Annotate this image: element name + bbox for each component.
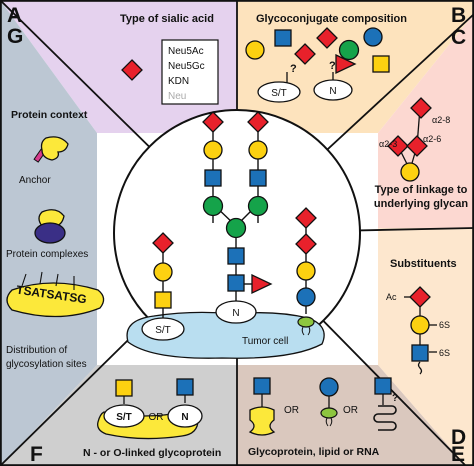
distribution-label-line1: Distribution of <box>6 345 67 356</box>
panel-e: OR OR ? Glycoprotein, lipid or RNA <box>248 377 398 458</box>
complex-partner-icon <box>34 222 66 244</box>
question-mark-1: ? <box>290 63 297 75</box>
blue-square-icon <box>227 274 245 292</box>
linkage-title-line2: underlying glycan <box>374 198 468 210</box>
letter-c: C <box>451 26 466 49</box>
sialic-type-neu5gc: Neu5Gc <box>168 61 205 72</box>
yellow-circle-icon <box>410 315 430 335</box>
glycoconjugate-title: Glycoconjugate composition <box>256 13 407 25</box>
letter-a: A <box>7 4 22 27</box>
sialic-acid-title: Type of sialic acid <box>120 13 214 25</box>
or-label-e2: OR <box>343 405 358 416</box>
n-oval-f <box>167 404 203 428</box>
blue-square-icon <box>249 169 267 187</box>
blue-circle-icon <box>296 287 316 307</box>
linkage-label-a2-6: α2-6 <box>423 134 441 144</box>
green-circle-icon <box>338 39 360 61</box>
panel-b-bg <box>237 0 474 133</box>
lipid-head-center-icon <box>297 316 315 328</box>
protein-sequence-icon <box>6 282 105 318</box>
protein-shape-icon <box>248 406 276 436</box>
yellow-circle-icon <box>153 262 173 282</box>
substituent-6s-1: 6S <box>439 320 450 330</box>
anchor-label: Anchor <box>19 175 51 186</box>
letter-f: F <box>30 443 43 466</box>
yellow-square-icon <box>154 291 172 309</box>
blue-square-icon <box>176 378 194 396</box>
or-label-f: OR <box>149 412 164 423</box>
panel-c: α2-3 α2-6 α2-8 Type of linkage to underl… <box>374 97 468 210</box>
rna-hairpin-icon <box>373 405 397 431</box>
or-label-e1: OR <box>284 405 299 416</box>
st-label-center: S/T <box>155 325 171 336</box>
substituent-ac: Ac <box>386 292 397 302</box>
yellow-circle-icon <box>245 40 265 60</box>
n-label-b: N <box>329 86 336 97</box>
center-scene: Tumor cell S/T N <box>126 111 325 359</box>
st-label-f: S/T <box>116 412 132 423</box>
question-mark-e: ? <box>392 393 398 404</box>
panel-d: Substituents Ac 6S 6S <box>386 258 457 375</box>
blue-square-icon <box>374 377 392 395</box>
linked-title: N - or O-linked glycoprotein <box>83 447 221 459</box>
n-label-center: N <box>232 308 239 319</box>
substituents-title: Substituents <box>390 258 457 270</box>
sialic-type-neu5ac: Neu5Ac <box>168 46 204 57</box>
substituent-6s-2: 6S <box>439 348 450 358</box>
panel-e-bg <box>237 365 466 466</box>
sialic-acid-type-box <box>161 39 219 105</box>
distribution-label-line2: glycosylation sites <box>6 359 87 370</box>
yellow-circle-icon <box>296 261 316 281</box>
protein-complexes-label: Protein complexes <box>6 249 88 260</box>
st-oval-b <box>257 81 301 103</box>
linkage-label-a2-8: α2-8 <box>432 115 450 125</box>
green-circle-icon <box>202 195 224 217</box>
blue-square-icon <box>411 344 429 362</box>
panel-f: S/T OR N N - or O-linked glycoprotein <box>83 378 221 459</box>
lipid-head-icon <box>320 407 338 419</box>
yellow-square-icon <box>115 379 133 397</box>
panel-a: Type of sialic acid Neu5Ac Neu5Gc KDN Ne… <box>120 13 219 105</box>
letter-b: B <box>451 4 466 27</box>
blue-square-icon <box>274 29 292 47</box>
question-mark-2: ? <box>329 60 336 72</box>
green-circle-icon <box>225 217 247 239</box>
st-label-b: S/T <box>271 88 287 99</box>
glycoprotein-title: Glycoprotein, lipid or RNA <box>248 446 380 458</box>
panel-g: Protein context Anchor Protein complexes… <box>6 109 105 370</box>
yellow-circle-icon <box>203 140 223 160</box>
yellow-circle-icon <box>400 162 420 182</box>
blue-circle-icon <box>319 377 339 397</box>
panel-letters: A B C D E F G <box>7 4 466 466</box>
tumor-cell-label: Tumor cell <box>242 336 288 347</box>
blue-circle-icon <box>363 27 383 47</box>
blue-square-icon <box>253 377 271 395</box>
sialic-type-kdn: KDN <box>168 76 189 87</box>
yellow-circle-icon <box>248 140 268 160</box>
letter-e: E <box>451 443 465 466</box>
letter-d: D <box>451 426 466 449</box>
linkage-label-a2-3: α2-3 <box>379 139 397 149</box>
n-oval-b <box>313 79 353 101</box>
anchor-protein-icon <box>40 136 69 161</box>
yellow-square-icon <box>372 55 390 73</box>
green-circle-icon <box>247 195 269 217</box>
blue-square-icon <box>227 247 245 265</box>
lipid-tail-icon <box>325 417 333 427</box>
protein-context-title: Protein context <box>11 109 88 121</box>
panel-b: Glycoconjugate composition ? S/T ? N <box>245 13 407 103</box>
letter-g: G <box>7 25 23 48</box>
n-label-f: N <box>181 412 188 423</box>
st-oval-f <box>103 404 145 428</box>
blue-square-icon <box>204 169 222 187</box>
linkage-title-line1: Type of linkage to <box>375 184 468 196</box>
lipid-tail-center-icon <box>301 326 311 336</box>
sialic-type-neu: Neu <box>168 91 186 102</box>
